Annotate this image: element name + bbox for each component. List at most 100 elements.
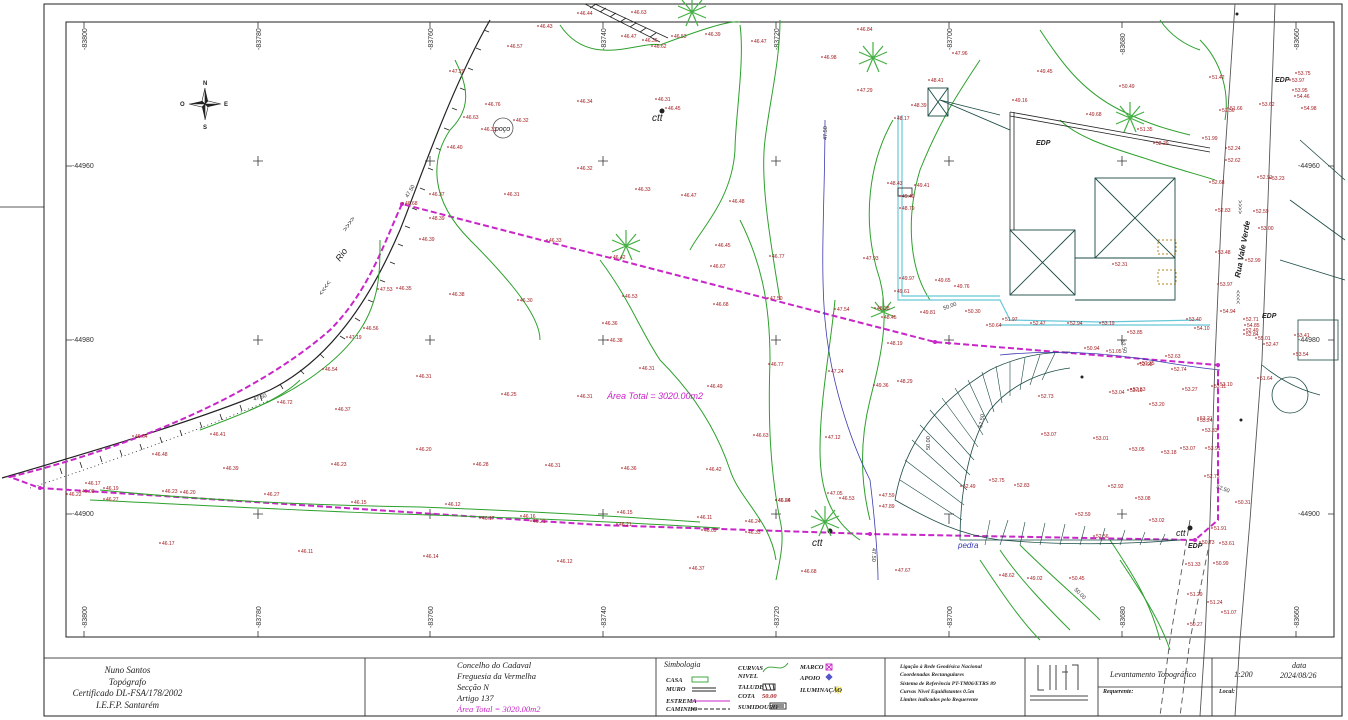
- spot-elevation: 52.56: [1096, 534, 1109, 540]
- spot-elevation: 52.47: [1033, 321, 1046, 327]
- spot-elevation-marker: [610, 256, 612, 258]
- spot-elevation: 49.65: [938, 278, 951, 284]
- spot-elevation-marker: [1269, 177, 1271, 179]
- spot-elevation-marker: [1038, 395, 1040, 397]
- spot-elevation-marker: [501, 393, 503, 395]
- spot-elevation: 47.67: [898, 568, 911, 574]
- spot-elevation-marker: [655, 98, 657, 100]
- spot-elevation: 50.45: [1072, 576, 1085, 582]
- spot-elevation-marker: [665, 107, 667, 109]
- spot-elevation: 46.39: [422, 237, 435, 243]
- spot-elevation-marker: [264, 493, 266, 495]
- spot-elevation: 46.77: [771, 362, 784, 368]
- spot-elevation: 46.31: [642, 366, 655, 372]
- spot-elevation: 46.23: [334, 462, 347, 468]
- survey-type: Levantamento Topográfico: [1110, 670, 1197, 679]
- edp-label: EDP: [1262, 313, 1277, 320]
- spot-elevation-marker: [277, 401, 279, 403]
- spot-elevation-marker: [346, 336, 348, 338]
- spot-elevation-marker: [1289, 79, 1291, 81]
- spot-elevation: 46.33: [484, 127, 497, 133]
- spot-elevation-marker: [447, 146, 449, 148]
- spot-elevation: 52.94: [1070, 321, 1083, 327]
- spot-elevation: 51.29: [1190, 592, 1203, 598]
- spot-elevation: 51.35: [1140, 127, 1153, 133]
- spot-elevation-marker: [530, 520, 532, 522]
- symbol-casa: CASA: [666, 677, 683, 684]
- spot-elevation: 47.19: [349, 335, 362, 341]
- spot-elevation-marker: [873, 384, 875, 386]
- spot-elevation-marker: [706, 468, 708, 470]
- spot-elevation-marker: [857, 28, 859, 30]
- spot-elevation: 47.53: [380, 287, 393, 293]
- spot-elevation-marker: [335, 408, 337, 410]
- spot-elevation: 46.32: [516, 118, 529, 124]
- spot-elevation-marker: [1171, 368, 1173, 370]
- spot-elevation-marker: [751, 40, 753, 42]
- spot-elevation: 46.31: [548, 463, 561, 469]
- spot-elevation: 53.07: [1183, 446, 1196, 452]
- spot-elevation-marker: [1235, 501, 1237, 503]
- spot-elevation: 46.40: [450, 145, 463, 151]
- spot-elevation-marker: [1225, 159, 1227, 161]
- spot-elevation-marker: [769, 255, 771, 257]
- spot-elevation: 52.75: [992, 478, 1005, 484]
- spot-elevation: 47.12: [828, 435, 841, 441]
- spot-elevation-marker: [1258, 227, 1260, 229]
- spot-elevation: 46.33: [748, 530, 761, 536]
- contour-label: 47.50: [253, 393, 268, 403]
- grid-coordinates: -83800 -83780 -83760 -83740 -83720 -8370…: [72, 28, 1320, 628]
- spot-elevation: 47.96: [955, 51, 968, 57]
- spot-elevation: 46.77: [772, 254, 785, 260]
- date-value: 2024/08/26: [1280, 671, 1317, 680]
- spot-elevation: 46.63: [756, 433, 769, 439]
- spot-elevation-marker: [825, 436, 827, 438]
- spot-elevation-marker: [210, 433, 212, 435]
- spot-elevation: 55.01: [1258, 336, 1271, 342]
- spot-elevation: 46.27: [267, 492, 280, 498]
- spot-elevation: 51.91: [1214, 526, 1227, 532]
- spot-elevation-marker: [1217, 383, 1219, 385]
- spot-elevation: 48.45: [884, 315, 897, 321]
- spot-elevation-marker: [768, 363, 770, 365]
- spot-elevation: 47.93: [866, 256, 879, 262]
- spot-elevation: 53.08: [1138, 496, 1151, 502]
- spot-elevation: 46.17: [162, 541, 175, 547]
- property-boundary: [6, 202, 1219, 542]
- spot-elevation: 51.42: [1212, 75, 1225, 81]
- parish-name: Freguesia da Vermelha: [457, 671, 537, 681]
- spot-elevation: 48.43: [890, 181, 903, 187]
- spot-elevation-marker: [1243, 329, 1245, 331]
- spot-elevation-marker: [1294, 95, 1296, 97]
- spot-elevation: 52.83: [1017, 483, 1030, 489]
- edp-label: EDP: [1275, 77, 1290, 84]
- spot-elevation-marker: [1259, 103, 1261, 105]
- spot-elevation: 52.68: [1212, 180, 1225, 186]
- spot-elevation: 46.21: [533, 519, 546, 525]
- coord-x-label: -83800: [82, 28, 89, 50]
- spot-elevation: 46.39: [708, 32, 721, 38]
- requester-label: Requerente:: [1103, 689, 1134, 695]
- spot-elevation-marker: [616, 523, 618, 525]
- spot-elevation-marker: [1002, 318, 1004, 320]
- spot-elevation-marker: [159, 542, 161, 544]
- coord-x-label: -83680: [1120, 33, 1127, 55]
- spot-elevation-marker: [952, 52, 954, 54]
- spot-elevation: 46.84: [860, 27, 873, 33]
- stone-label: pedra: [957, 541, 979, 550]
- coord-x-label: -83660: [1294, 28, 1301, 50]
- spot-elevation: 48.29: [900, 379, 913, 385]
- spot-elevation: 46.76: [488, 102, 501, 108]
- reference-line: Coordenadas Rectangulares: [900, 672, 965, 679]
- spot-elevation-marker: [775, 499, 777, 501]
- location-label: Local:: [1219, 689, 1235, 695]
- spot-elevation-marker: [85, 482, 87, 484]
- spot-elevation: 46.36: [645, 38, 658, 44]
- spot-elevation-marker: [577, 12, 579, 14]
- spot-elevation-marker: [801, 570, 803, 572]
- well-circle: [492, 117, 514, 139]
- spot-elevation-marker: [894, 290, 896, 292]
- spot-elevation-marker: [545, 464, 547, 466]
- spot-elevation-marker: [1027, 577, 1029, 579]
